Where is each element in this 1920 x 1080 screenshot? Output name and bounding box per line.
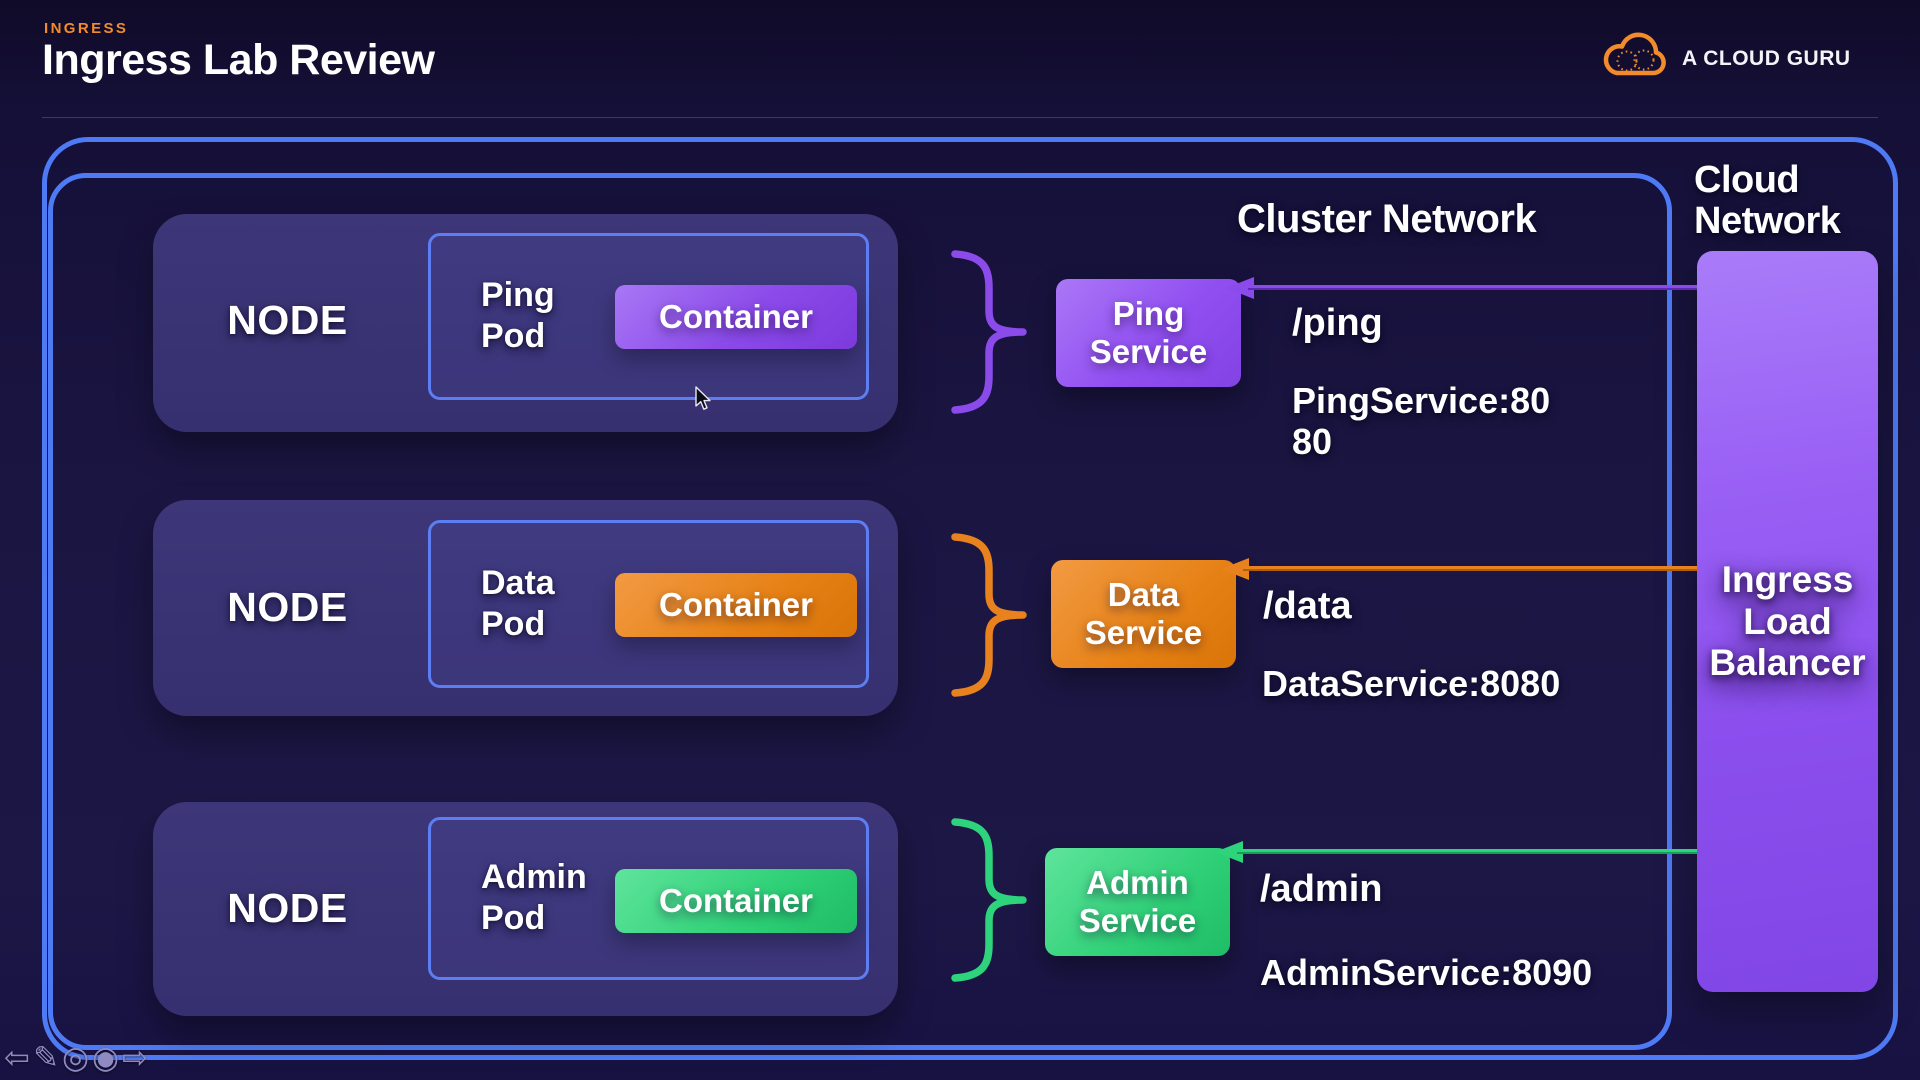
data-pod-label: Data Pod xyxy=(481,564,555,643)
ingress-load-balancer: Ingress Load Balancer xyxy=(1697,251,1878,992)
admin-pod-label: Admin Pod xyxy=(481,858,587,937)
ping-path-label: /ping xyxy=(1292,302,1383,344)
forward-arrow-icon[interactable]: ⇨ xyxy=(122,1040,149,1075)
admin-target-label: AdminService:8090 xyxy=(1260,952,1593,993)
slides-icon[interactable]: ◎ xyxy=(61,1040,90,1075)
ping-container: Container xyxy=(615,285,857,349)
data-arrow-line xyxy=(1243,566,1697,571)
annotation-toolbar: ⇦ ✎ ◎ ◉ ⇨ xyxy=(4,1042,148,1073)
brand-name: A CLOUD GURU xyxy=(1682,47,1851,70)
data-brace xyxy=(951,533,1027,697)
data-service-label: Data Service xyxy=(1084,576,1203,651)
ping-service-label: Ping Service xyxy=(1089,295,1208,370)
ping-pod-label: Ping Pod xyxy=(481,276,555,355)
data-container: Container xyxy=(615,573,857,637)
node-label: NODE xyxy=(227,297,348,343)
ping-brace xyxy=(951,250,1027,414)
node-label: NODE xyxy=(227,885,348,931)
cloud-network-label: Cloud Network xyxy=(1694,159,1841,243)
header-divider xyxy=(42,117,1878,118)
admin-path-label: /admin xyxy=(1260,868,1383,910)
admin-container-label: Container xyxy=(658,882,813,919)
lesson-eyebrow: INGRESS xyxy=(44,20,129,37)
admin-arrow-line xyxy=(1237,849,1697,854)
cluster-network-boundary xyxy=(48,173,1672,1050)
data-path-label: /data xyxy=(1263,585,1352,627)
ping-arrowhead-icon xyxy=(1226,277,1254,299)
back-arrow-icon[interactable]: ⇦ xyxy=(4,1040,30,1075)
page-title: Ingress Lab Review xyxy=(42,36,435,84)
admin-brace xyxy=(951,818,1027,982)
more-options-icon[interactable]: ◉ xyxy=(92,1040,120,1075)
data-container-label: Container xyxy=(658,586,813,623)
admin-container: Container xyxy=(615,869,857,933)
ping-container-label: Container xyxy=(658,298,813,335)
ingress-load-balancer-label: Ingress Load Balancer xyxy=(1709,558,1866,684)
admin-service-label: Admin Service xyxy=(1078,864,1197,939)
admin-arrowhead-icon xyxy=(1215,841,1243,863)
data-target-label: DataService:8080 xyxy=(1262,663,1561,704)
ping-service-box: Ping Service xyxy=(1056,279,1241,387)
data-service-box: Data Service xyxy=(1051,560,1236,668)
cluster-network-label: Cluster Network xyxy=(1237,197,1537,241)
mouse-cursor-icon xyxy=(695,386,711,410)
cloud-network-boundary xyxy=(42,137,1898,1060)
pencil-icon[interactable]: ✎ xyxy=(32,1040,59,1075)
admin-service-box: Admin Service xyxy=(1045,848,1230,956)
ping-target-label: PingService:80 80 xyxy=(1292,380,1551,463)
ping-arrow-line xyxy=(1248,285,1697,290)
data-arrowhead-icon xyxy=(1221,558,1249,580)
cloud-guru-logo-icon xyxy=(1603,32,1666,76)
node-label: NODE xyxy=(227,584,348,630)
